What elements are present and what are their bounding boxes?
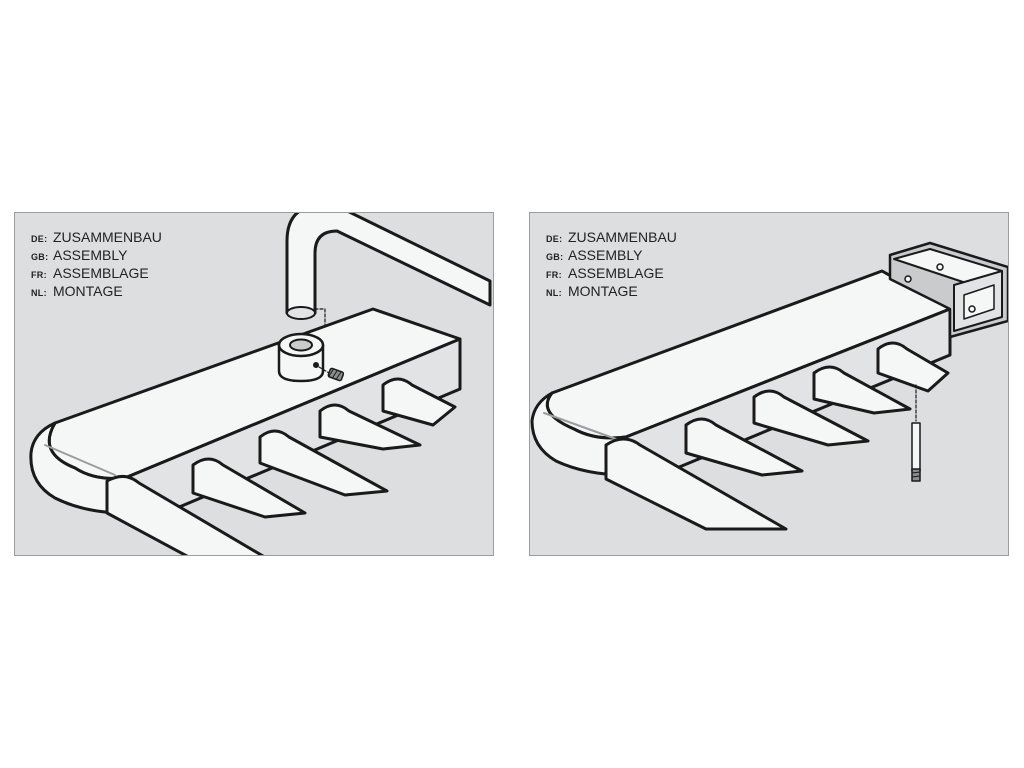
handle-tube-end: [286, 306, 316, 320]
prong-group: [604, 341, 950, 531]
prong-4: [318, 403, 422, 451]
rail-highlight: [543, 412, 617, 440]
bracket-screw-left: [904, 275, 912, 283]
prong-2: [684, 417, 804, 477]
label-de: DE:ZUSAMMENBAU: [31, 229, 162, 245]
prong-2: [191, 457, 307, 519]
screw-guide: [318, 366, 330, 374]
prong-1: [105, 475, 265, 555]
assembly-panel-right: DE:ZUSAMMENBAU GB:ASSEMBLY FR:ASSEMBLAGE…: [529, 212, 1009, 556]
left-assembly-illustration: [29, 213, 492, 555]
label-nl: NL:MONTAGE: [31, 283, 123, 299]
locking-pin: [911, 422, 921, 482]
label-fr: FR:ASSEMBLAGE: [546, 265, 664, 281]
bracket-screw-top: [936, 263, 944, 271]
prong-5: [876, 341, 950, 393]
prong-1: [604, 437, 788, 531]
label-de: DE:ZUSAMMENBAU: [546, 229, 677, 245]
assembly-panel-left: DE:ZUSAMMENBAU GB:ASSEMBLY FR:ASSEMBLAGE…: [14, 212, 494, 556]
right-assembly-illustration: [530, 241, 1008, 531]
collar-screw-hole: [313, 362, 319, 368]
rail-end-cap: [29, 421, 127, 515]
rail-end-cap: [530, 391, 628, 477]
prong-4: [812, 365, 912, 415]
wall-bracket: [888, 241, 1008, 339]
collar: [277, 332, 325, 383]
rail-highlight: [44, 444, 116, 476]
prong-5: [381, 377, 457, 427]
prong-group: [105, 377, 457, 555]
set-screw: [327, 367, 345, 382]
prong-3: [258, 429, 389, 497]
language-labels: DE:ZUSAMMENBAU GB:ASSEMBLY FR:ASSEMBLAGE…: [546, 228, 677, 300]
bracket-screw-front: [968, 305, 976, 313]
collar-bore: [289, 338, 313, 352]
prong-3: [752, 389, 870, 447]
label-nl: NL:MONTAGE: [546, 283, 638, 299]
handle-tube: [285, 213, 492, 315]
label-fr: FR:ASSEMBLAGE: [31, 265, 149, 281]
alignment-guide: [314, 308, 326, 334]
language-labels: DE:ZUSAMMENBAU GB:ASSEMBLY FR:ASSEMBLAGE…: [31, 228, 162, 300]
label-gb: GB:ASSEMBLY: [546, 247, 643, 263]
label-gb: GB:ASSEMBLY: [31, 247, 128, 263]
